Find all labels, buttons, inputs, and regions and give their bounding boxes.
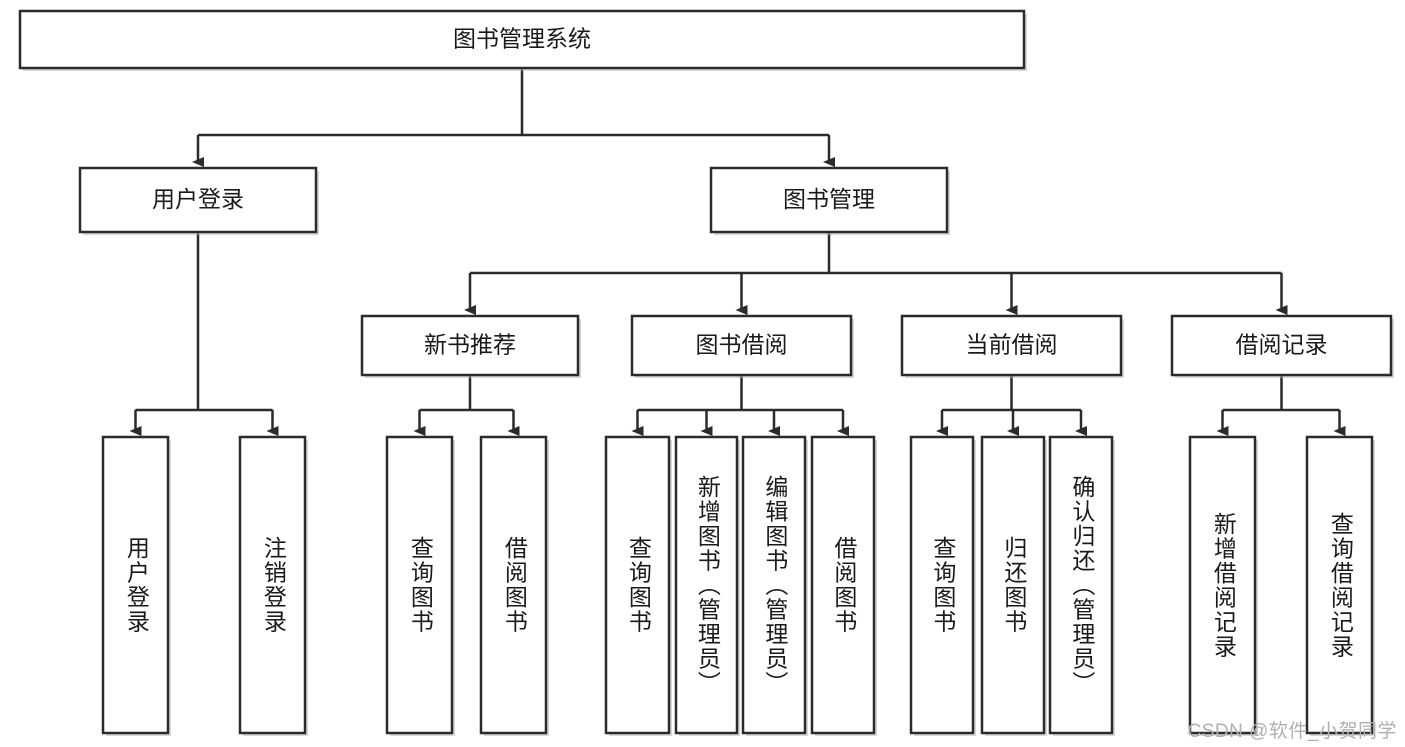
node-box-leaf-borrow-book-2[interactable] [810,435,876,735]
node-box-leaf-add-borrow-record[interactable] [1188,435,1257,735]
node-box-leaf-confirm-return[interactable] [1048,435,1114,735]
node-box-root[interactable] [18,9,1026,70]
node-box-leaf-query-borrow-record[interactable] [1305,435,1374,735]
node-label-current-borrow: 当前借阅 [966,332,1058,358]
node-label-book-manage: 图书管理 [783,186,875,212]
connectors-layer [129,68,1346,436]
node-box-leaf-query-book-2[interactable] [604,435,671,735]
node-box-leaf-logout-login[interactable] [238,435,307,735]
node-box-leaf-query-book-1[interactable] [385,435,454,735]
node-box-user-login[interactable] [78,166,318,234]
node-label-root: 图书管理系统 [453,26,591,52]
node-boxes-layer [18,9,1394,736]
node-label-borrow-record: 借阅记录 [1236,332,1328,358]
node-box-leaf-return-book[interactable] [980,435,1046,735]
node-box-current-borrow[interactable] [900,314,1123,377]
node-box-leaf-borrow-book-1[interactable] [479,435,548,735]
node-box-book-manage[interactable] [709,166,949,234]
node-box-book-borrow[interactable] [630,314,853,377]
node-box-leaf-edit-book[interactable] [741,435,807,735]
node-label-user-login: 用户登录 [152,186,244,212]
node-label-book-borrow: 图书借阅 [696,332,788,358]
watermark-text: CSDN @软件_小贺同学 [1187,721,1397,742]
node-box-leaf-query-book-3[interactable] [909,435,975,735]
node-box-new-book-recommend[interactable] [360,314,580,377]
node-label-new-book-recommend: 新书推荐 [424,332,516,358]
node-box-leaf-add-book[interactable] [674,435,739,735]
node-box-leaf-user-login[interactable] [101,435,170,735]
node-box-borrow-record[interactable] [1170,314,1393,377]
